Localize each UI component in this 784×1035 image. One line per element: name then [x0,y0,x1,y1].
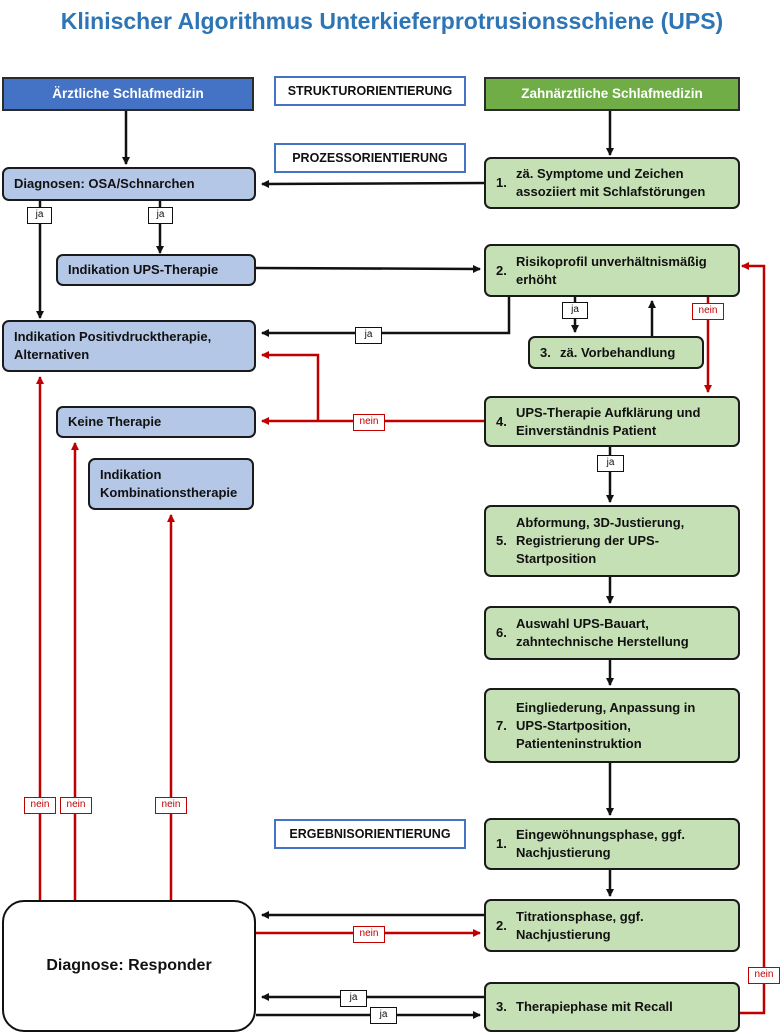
step-number: 6. [496,625,507,640]
box-diagnosen-text: Diagnosen: OSA/Schnarchen [14,176,195,191]
tag-nein-s2-s4: nein [692,303,724,320]
tag-nein-e3-s2: nein [748,967,780,984]
box-kombinationstherapie-text: Indikation Kombinationstherapie [100,467,238,500]
box-ergebnis-2-titration: 2. Titrationsphase, ggf. Nachjustierung [484,899,740,952]
step-text: zä. Vorbehandlung [560,344,676,360]
arrow-s2-to-positivdruck [261,297,511,337]
tag-ja-e3-responder: ja [340,990,367,1007]
step-number: 7. [496,717,507,733]
box-keine-therapie-text: Keine Therapie [68,414,162,429]
box-diagnose-responder: Diagnose: Responder [2,900,256,1032]
tag-ja-responder-e3: ja [370,1007,397,1024]
step-number: 5. [496,533,507,548]
red-arrow-e3-to-s2 [740,262,766,1015]
box-kombinationstherapie: Indikation Kombinationstherapie [88,458,254,510]
tag-ja-s4-s5: ja [597,455,624,472]
box-step-7-eingliederung: 7. Eingliederung, Anpassung in UPS-Start… [484,688,740,763]
header-aerztliche-schlafmedizin: Ärztliche Schlafmedizin [2,77,254,111]
tag-nein-responder-keine: nein [60,797,92,814]
step-text: Abformung, 3D-Justierung, Registrierung … [516,515,685,566]
label-ergebnisorientierung: ERGEBNISORIENTIERUNG [274,819,466,849]
tag-nein-responder-kombination: nein [155,797,187,814]
step-number: 3. [540,344,551,360]
box-keine-therapie: Keine Therapie [56,406,256,438]
step-text: Eingliederung, Anpassung in UPS-Startpos… [516,699,696,751]
box-indikation-ups: Indikation UPS-Therapie [56,254,256,286]
step-number: 2. [496,917,507,933]
page-title: Klinischer Algorithmus Unterkieferprotru… [60,8,724,34]
box-positivdrucktherapie: Indikation Positivdrucktherapie, Alterna… [2,320,256,372]
box-step-2-risikoprofil: 2. Risikoprofil unverhältnismäßig erhöht [484,244,740,297]
tag-ja-s2-positivdruck: ja [355,327,382,344]
step-text: Therapiephase mit Recall [516,999,673,1014]
step-text: Risikoprofil unverhältnismäßig erhöht [516,253,707,287]
box-diagnosen: Diagnosen: OSA/Schnarchen [2,167,256,201]
step-text: Titrationsphase, ggf. Nachjustierung [516,908,644,942]
step-number: 3. [496,999,507,1014]
box-step-5-abformung: 5. Abformung, 3D-Justierung, Registrieru… [484,505,740,577]
box-step-1-symptome: 1. zä. Symptome und Zeichen assoziiert m… [484,157,740,209]
step-number: 2. [496,262,507,278]
tag-nein-s4-keine: nein [353,414,385,431]
box-step-3-vorbehandlung: 3. zä. Vorbehandlung [528,336,704,369]
step-number: 4. [496,413,507,429]
box-indikation-ups-text: Indikation UPS-Therapie [68,262,219,277]
step-text: zä. Symptome und Zeichen assoziiert mit … [516,166,706,199]
tag-ja-diagnosen-positivdruck: ja [27,207,52,224]
box-positivdrucktherapie-text: Indikation Positivdrucktherapie, Alterna… [14,329,212,362]
tag-ja-diagnosen-indikation: ja [148,207,173,224]
tag-nein-responder-positivdruck: nein [24,797,56,814]
red-arrow-s4-to-positivdruck [261,351,320,421]
step-text: Auswahl UPS-Bauart, zahntechnische Herst… [516,616,689,649]
tag-nein-e2: nein [353,926,385,943]
box-step-6-bauart: 6. Auswahl UPS-Bauart, zahntechnische He… [484,606,740,660]
arrow-indikation-ups-to-s2 [255,264,481,273]
label-strukturorientierung: STRUKTURORIENTIERUNG [274,76,466,106]
step-number: 1. [496,836,507,851]
label-prozessorientierung: PROZESSORIENTIERUNG [274,143,466,173]
box-diagnose-responder-text: Diagnose: Responder [46,957,212,974]
header-zahnaerztliche-schlafmedizin: Zahnärztliche Schlafmedizin [484,77,740,111]
arrow-s1-to-diagnosen [261,179,487,188]
tag-ja-s2-s3: ja [562,302,588,319]
step-number: 1. [496,175,507,190]
box-step-4-aufklaerung: 4. UPS-Therapie Aufklärung und Einverstä… [484,396,740,447]
box-ergebnis-3-therapiephase: 3. Therapiephase mit Recall [484,982,740,1032]
box-ergebnis-1-eingewoehnung: 1. Eingewöhnungsphase, ggf. Nachjustieru… [484,818,740,870]
step-text: Eingewöhnungsphase, ggf. Nachjustierung [516,827,685,860]
step-text: UPS-Therapie Aufklärung und Einverständn… [516,404,701,438]
